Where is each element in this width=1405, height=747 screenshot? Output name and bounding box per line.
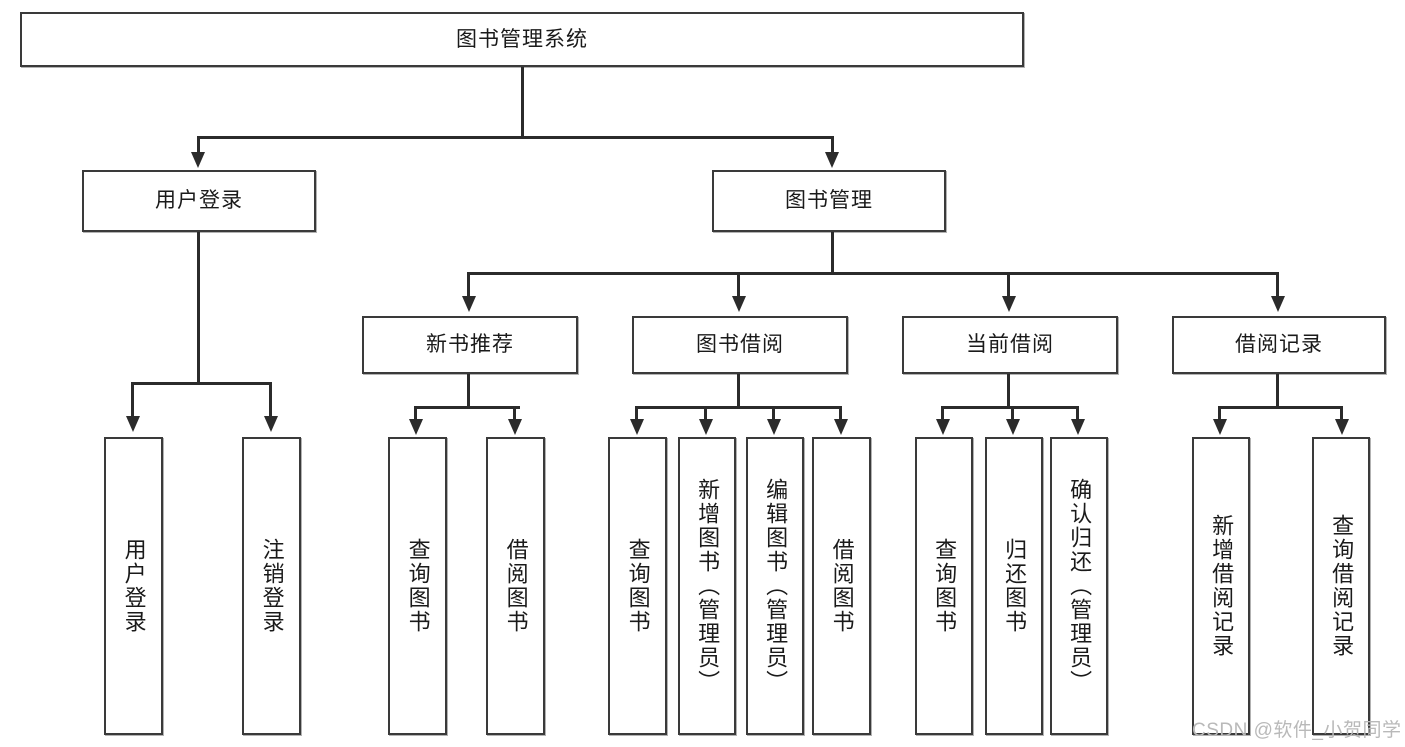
leaf-user-login[interactable]: 用户登录 (104, 437, 163, 735)
node-label: 借阅记录 (1235, 333, 1323, 357)
arrow-to-leaf-query-book-3 (936, 419, 950, 435)
arrow-to-new-book-recommend (462, 296, 476, 312)
edge-level3-drop-3 (1276, 272, 1279, 300)
edge-borrow-record-stem (1276, 374, 1279, 408)
edge-book-borrow-stem (737, 374, 740, 408)
node-label: 当前借阅 (966, 333, 1054, 357)
arrow-to-leaf-logout (264, 416, 278, 432)
edge-level3-drop-2 (1007, 272, 1010, 300)
arrow-to-book-borrow (732, 296, 746, 312)
edge-current-borrow-stem (1007, 374, 1010, 408)
leaf-edit-book-admin[interactable]: 编辑图书（管理员） (746, 437, 804, 735)
arrow-to-leaf-query-record (1335, 419, 1349, 435)
edge-book-borrow-drop-1 (704, 406, 707, 422)
edge-borrow-record-bus (1218, 406, 1343, 409)
node-label: 新增借阅记录 (1209, 514, 1235, 658)
node-new-book-recommend[interactable]: 新书推荐 (362, 316, 578, 374)
node-label: 借阅图书 (829, 538, 855, 634)
node-user-login[interactable]: 用户登录 (82, 170, 316, 232)
edge-borrow-record-drop-1 (1340, 406, 1343, 422)
edge-level3-drop-1 (737, 272, 740, 300)
node-label: 查询图书 (625, 538, 651, 634)
node-root-system[interactable]: 图书管理系统 (20, 12, 1024, 67)
arrow-to-leaf-return-book (1006, 419, 1020, 435)
arrow-to-book-manage (825, 152, 839, 168)
edge-root-stem (521, 67, 524, 138)
leaf-confirm-return-admin[interactable]: 确认归还（管理员） (1050, 437, 1108, 735)
edge-current-borrow-drop-1 (1011, 406, 1014, 422)
arrow-to-leaf-borrow-book-2 (834, 419, 848, 435)
arrow-to-leaf-edit-book (767, 419, 781, 435)
leaf-return-book[interactable]: 归还图书 (985, 437, 1043, 735)
node-label: 归还图书 (1002, 538, 1028, 634)
edge-new-book-drop-0 (414, 406, 417, 422)
edge-level3-bus (467, 272, 1279, 275)
node-label: 图书管理 (785, 189, 873, 213)
node-label: 查询借阅记录 (1329, 514, 1355, 658)
edge-new-book-stem (467, 374, 470, 408)
edge-new-book-bus (414, 406, 520, 409)
edge-current-borrow-drop-0 (941, 406, 944, 422)
leaf-borrow-book-borrow[interactable]: 借阅图书 (812, 437, 871, 735)
leaf-query-borrow-record[interactable]: 查询借阅记录 (1312, 437, 1370, 735)
edge-borrow-record-drop-0 (1218, 406, 1221, 422)
arrow-to-leaf-confirm-return (1071, 419, 1085, 435)
node-label: 图书管理系统 (456, 27, 588, 51)
edge-level3-drop-0 (467, 272, 470, 300)
edge-book-manage-stem (831, 232, 834, 274)
leaf-borrow-book-recommend[interactable]: 借阅图书 (486, 437, 545, 735)
node-label: 用户登录 (121, 538, 147, 634)
arrow-to-user-login (191, 152, 205, 168)
arrow-to-current-borrow (1002, 296, 1016, 312)
leaf-add-book-admin[interactable]: 新增图书（管理员） (678, 437, 736, 735)
arrow-to-leaf-add-record (1213, 419, 1227, 435)
leaf-query-book-recommend[interactable]: 查询图书 (388, 437, 447, 735)
edge-level2-drop-0 (197, 136, 200, 156)
edge-book-borrow-drop-2 (772, 406, 775, 422)
arrow-to-leaf-borrow-book-1 (508, 419, 522, 435)
edge-new-book-drop-1 (513, 406, 516, 422)
node-label: 借阅图书 (503, 538, 529, 634)
arrow-to-borrow-record (1271, 296, 1285, 312)
node-label: 用户登录 (155, 189, 243, 213)
node-current-borrow[interactable]: 当前借阅 (902, 316, 1118, 374)
node-book-manage[interactable]: 图书管理 (712, 170, 946, 232)
arrow-to-leaf-query-book-1 (409, 419, 423, 435)
edge-user-login-stem (197, 232, 200, 384)
edge-book-borrow-drop-3 (839, 406, 842, 422)
edge-current-borrow-drop-2 (1076, 406, 1079, 422)
edge-user-login-bus (131, 382, 269, 385)
edge-book-borrow-bus (635, 406, 842, 409)
node-label: 确认归还（管理员） (1067, 478, 1093, 694)
node-label: 图书借阅 (696, 333, 784, 357)
edge-level2-bus (197, 136, 834, 139)
node-label: 新增图书（管理员） (695, 478, 721, 694)
leaf-logout[interactable]: 注销登录 (242, 437, 301, 735)
edge-user-login-drop-0 (131, 382, 134, 420)
edge-level2-drop-1 (831, 136, 834, 156)
arrow-to-leaf-user-login (126, 416, 140, 432)
node-borrow-record[interactable]: 借阅记录 (1172, 316, 1386, 374)
node-label: 查询图书 (932, 538, 958, 634)
edge-book-borrow-drop-0 (635, 406, 638, 422)
leaf-add-borrow-record[interactable]: 新增借阅记录 (1192, 437, 1250, 735)
node-book-borrow[interactable]: 图书借阅 (632, 316, 848, 374)
arrow-to-leaf-add-book (699, 419, 713, 435)
edge-current-borrow-bus (941, 406, 1079, 409)
edge-user-login-drop-1 (269, 382, 272, 420)
csdn-watermark: CSDN @软件_小贺同学 (1192, 720, 1402, 741)
node-label: 查询图书 (405, 538, 431, 634)
arrow-to-leaf-query-book-2 (630, 419, 644, 435)
leaf-query-book-borrow[interactable]: 查询图书 (608, 437, 667, 735)
node-label: 新书推荐 (426, 333, 514, 357)
node-label: 编辑图书（管理员） (763, 478, 789, 694)
leaf-query-book-current[interactable]: 查询图书 (915, 437, 973, 735)
node-label: 注销登录 (259, 538, 285, 634)
